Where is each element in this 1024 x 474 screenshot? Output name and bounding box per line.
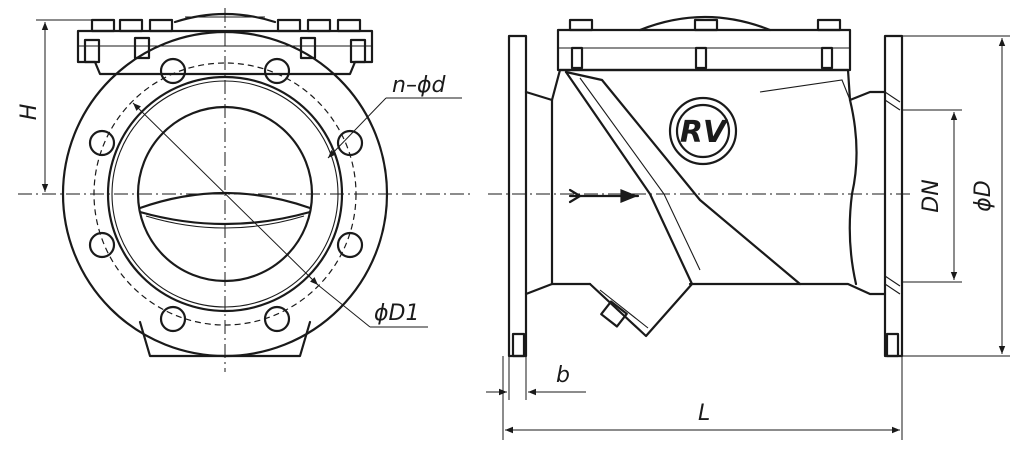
cover-block xyxy=(76,29,374,76)
label-l: L xyxy=(698,401,710,426)
nd-leader xyxy=(327,97,387,159)
logo-ring-inner xyxy=(675,103,731,159)
side-view: RV DN ϕD b L xyxy=(486,15,1010,440)
body-bottom-right xyxy=(688,282,887,296)
lower-bulge xyxy=(588,282,694,338)
seat-rib xyxy=(759,79,851,101)
brand-logo: RV xyxy=(680,115,729,150)
inclined-disc xyxy=(564,70,694,286)
side-cover xyxy=(556,28,852,72)
drain-plug xyxy=(600,300,628,328)
label-phi-d: ϕD xyxy=(971,180,996,211)
left-flange xyxy=(507,34,528,358)
bolt-holes xyxy=(88,57,364,333)
side-cover-bolts xyxy=(568,18,842,70)
d1-dimension-line xyxy=(132,102,319,286)
raised-face-inner xyxy=(111,80,339,308)
bolt-circle xyxy=(93,62,357,326)
label-n-phi-d: n–ϕd xyxy=(392,73,446,98)
side-cover-dome xyxy=(638,15,772,32)
label-phi-d1: ϕD1 xyxy=(374,301,419,326)
inclined-seat-upper xyxy=(564,70,802,286)
label-h: H xyxy=(17,104,42,121)
logo-ring-outer xyxy=(668,96,738,166)
flange-outer xyxy=(61,30,389,358)
label-dn: DN xyxy=(919,179,944,212)
d1-leader xyxy=(317,284,371,328)
right-flange xyxy=(883,34,904,358)
flow-arrow-tail xyxy=(568,188,582,204)
lower-bulge-inner xyxy=(599,289,649,329)
front-view: ϕD1 n–ϕd H xyxy=(17,8,470,372)
inclined-disc-inner xyxy=(579,77,701,271)
left-flange-bolt xyxy=(511,332,526,358)
flange-hatch xyxy=(884,91,901,295)
body-right-neck xyxy=(848,98,858,286)
raised-face xyxy=(106,75,344,313)
cover-bolts xyxy=(83,12,367,64)
label-b: b xyxy=(556,363,570,388)
right-flange-bolt xyxy=(885,332,900,358)
body-bottom-left xyxy=(524,282,592,296)
